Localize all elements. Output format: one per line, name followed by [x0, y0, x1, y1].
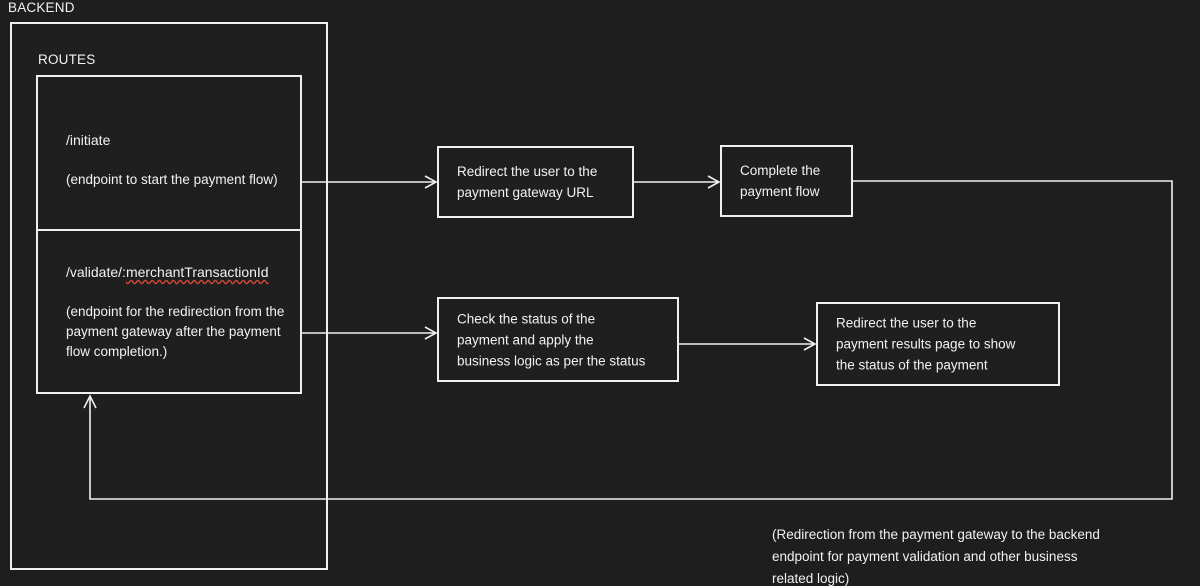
- route-description-validate: (endpoint for the redirection from the p…: [66, 304, 285, 359]
- route-path-initiate: /initiate: [66, 132, 111, 148]
- arrow-check-status-to-redirect-results: [679, 337, 817, 351]
- route-card-validate[interactable]: /validate/:merchantTransactionId (endpoi…: [36, 229, 302, 394]
- route-path-validate-param: merchantTransactionId: [125, 264, 269, 280]
- backend-container-title: BACKEND: [8, 0, 75, 15]
- process-check-payment-status[interactable]: Check the status of the payment and appl…: [437, 297, 679, 382]
- route-path-validate: /validate/:merchantTransactionId: [66, 264, 269, 280]
- arrow-redirect-gateway-to-complete-flow: [634, 175, 721, 189]
- process-check-payment-status-label: Check the status of the payment and appl…: [457, 311, 646, 368]
- process-complete-payment-flow-label: Complete the payment flow: [740, 163, 821, 199]
- routes-group-title: ROUTES: [38, 52, 96, 67]
- process-redirect-to-gateway-label: Redirect the user to the payment gateway…: [457, 164, 598, 200]
- process-complete-payment-flow[interactable]: Complete the payment flow: [720, 145, 853, 217]
- process-redirect-to-results[interactable]: Redirect the user to the payment results…: [816, 302, 1060, 386]
- process-redirect-to-results-label: Redirect the user to the payment results…: [836, 315, 1016, 373]
- route-card-initiate[interactable]: /initiate (endpoint to start the payment…: [36, 75, 302, 231]
- route-path-validate-prefix: /validate/:: [66, 264, 126, 280]
- process-redirect-to-gateway[interactable]: Redirect the user to the payment gateway…: [437, 146, 634, 218]
- route-description-initiate: (endpoint to start the payment flow): [66, 172, 278, 187]
- feedback-loop-annotation: (Redirection from the payment gateway to…: [772, 527, 1100, 586]
